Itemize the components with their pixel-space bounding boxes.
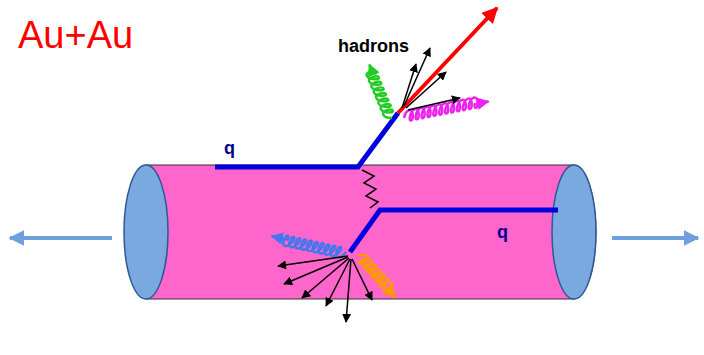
quark-line bbox=[215, 113, 398, 167]
hadrons-label: hadrons bbox=[338, 36, 409, 57]
exchange-zigzag bbox=[362, 170, 378, 208]
cylinder-end bbox=[124, 165, 168, 299]
quark-label: q bbox=[497, 222, 508, 243]
quark-line bbox=[350, 210, 558, 252]
gluon-coil bbox=[270, 233, 347, 259]
cylinder-end bbox=[552, 165, 596, 299]
beam-arrow bbox=[612, 236, 698, 240]
hadron-arrows bbox=[278, 256, 372, 322]
gluon-coil bbox=[355, 251, 400, 300]
medium-cylinder bbox=[146, 165, 596, 299]
hadron-arrows bbox=[402, 48, 460, 110]
collision-title: Au+Au bbox=[18, 14, 133, 58]
beam-arrow bbox=[10, 236, 112, 240]
gluon-coil bbox=[363, 63, 395, 120]
quark-label: q bbox=[224, 138, 235, 159]
leading-particle bbox=[398, 8, 497, 113]
